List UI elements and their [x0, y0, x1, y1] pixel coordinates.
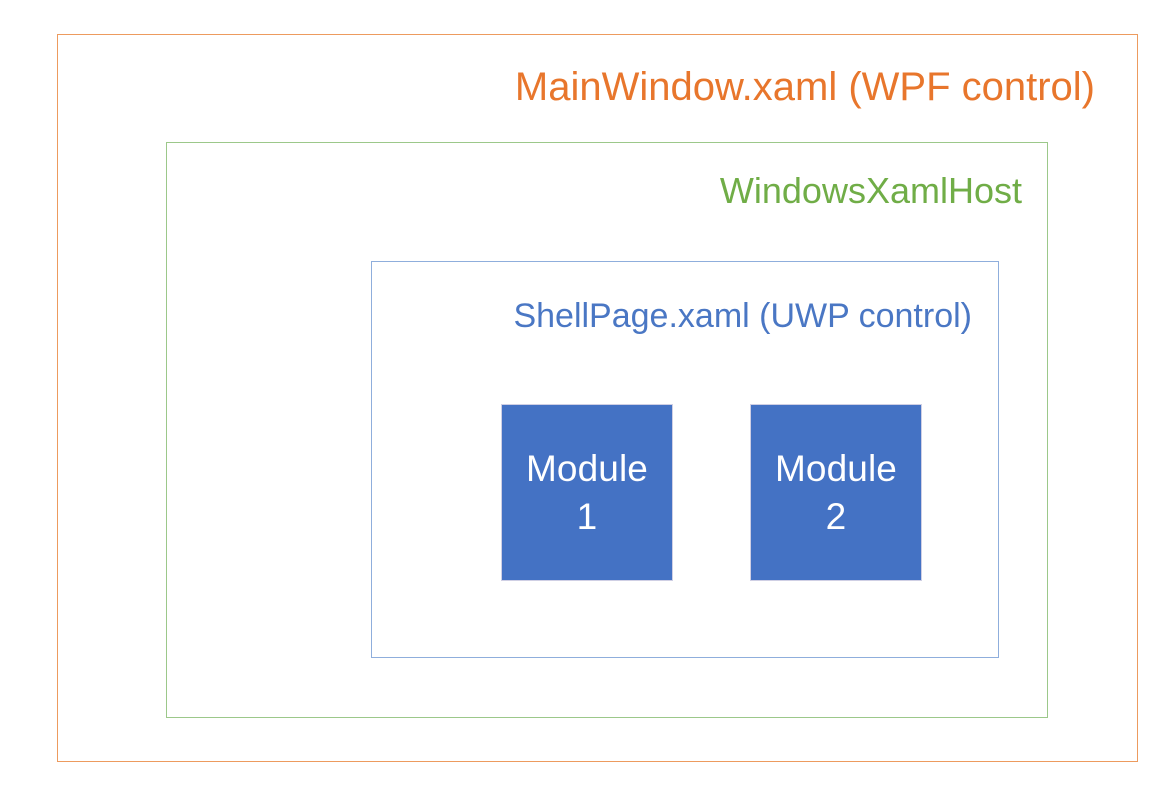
module-2-number: 2	[825, 495, 847, 537]
windowsxamlhost-container	[166, 142, 1048, 718]
shellpage-label: ShellPage.xaml (UWP control)	[513, 297, 972, 335]
mainwindow-container	[57, 34, 1138, 762]
shellpage-container	[371, 261, 999, 658]
windowsxamlhost-label: WindowsXamlHost	[719, 170, 1022, 211]
module-1-text: Module 1	[526, 445, 648, 540]
module-1-number: 1	[576, 495, 598, 537]
module-1-block: Module 1	[501, 404, 673, 581]
mainwindow-label: MainWindow.xaml (WPF control)	[514, 65, 1095, 109]
module-2-block: Module 2	[750, 404, 922, 581]
module-1-title: Module	[526, 448, 648, 490]
module-2-text: Module 2	[775, 445, 897, 540]
module-2-title: Module	[775, 448, 897, 490]
